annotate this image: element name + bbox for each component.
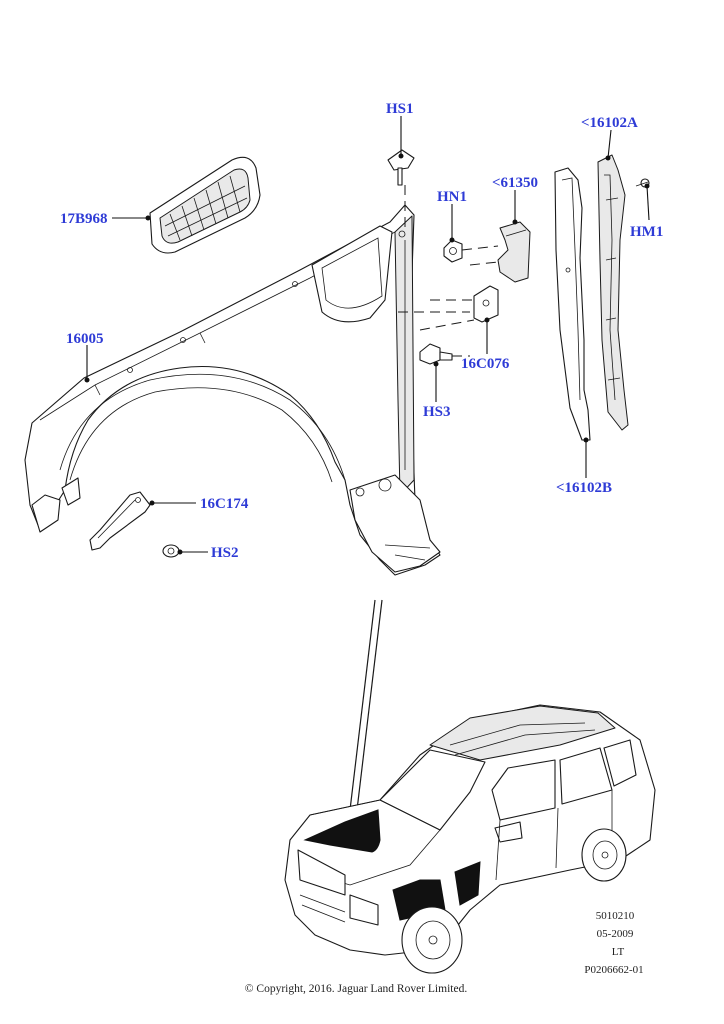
vehicle-pointer <box>349 599 383 811</box>
seal-16102b <box>554 167 591 441</box>
bolt-hs3 <box>419 343 453 365</box>
bracket-61350 <box>497 221 531 283</box>
callout-61350: <61350 <box>492 175 538 191</box>
callout-hn1: HN1 <box>437 189 467 205</box>
reference-date: 05-2009 <box>597 928 634 940</box>
callout-hs1: HS1 <box>386 101 414 117</box>
callout-16c076: 16C076 <box>461 356 510 372</box>
front-fender-panel <box>24 204 441 576</box>
vehicle-overview <box>284 704 656 974</box>
bracket-16c076 <box>473 285 499 323</box>
assembly-lines <box>398 185 499 357</box>
bolt-hs1 <box>387 149 415 186</box>
nut-hn1 <box>443 239 463 263</box>
callout-16c174: 16C174 <box>200 496 249 512</box>
callout-hm1: HM1 <box>630 224 663 240</box>
callout-17b968: 17B968 <box>60 211 108 227</box>
copyright-notice: © Copyright, 2016. Jaguar Land Rover Lim… <box>245 983 468 995</box>
fender-bracket-16c174 <box>89 491 151 551</box>
callout-16102b: <16102B <box>556 480 612 496</box>
fender-vent-grille <box>149 156 261 254</box>
reference-side: LT <box>612 946 625 958</box>
leader-lines <box>84 116 650 555</box>
callout-16005: 16005 <box>66 331 104 347</box>
callout-hs3: HS3 <box>423 404 451 420</box>
reference-illustration: P0206662-01 <box>584 964 643 976</box>
clip-hs2 <box>162 544 180 558</box>
callout-16102a: <16102A <box>581 115 638 131</box>
callout-hs2: HS2 <box>211 545 239 561</box>
reference-code: 5010210 <box>596 910 635 922</box>
seal-16102a <box>597 154 629 431</box>
